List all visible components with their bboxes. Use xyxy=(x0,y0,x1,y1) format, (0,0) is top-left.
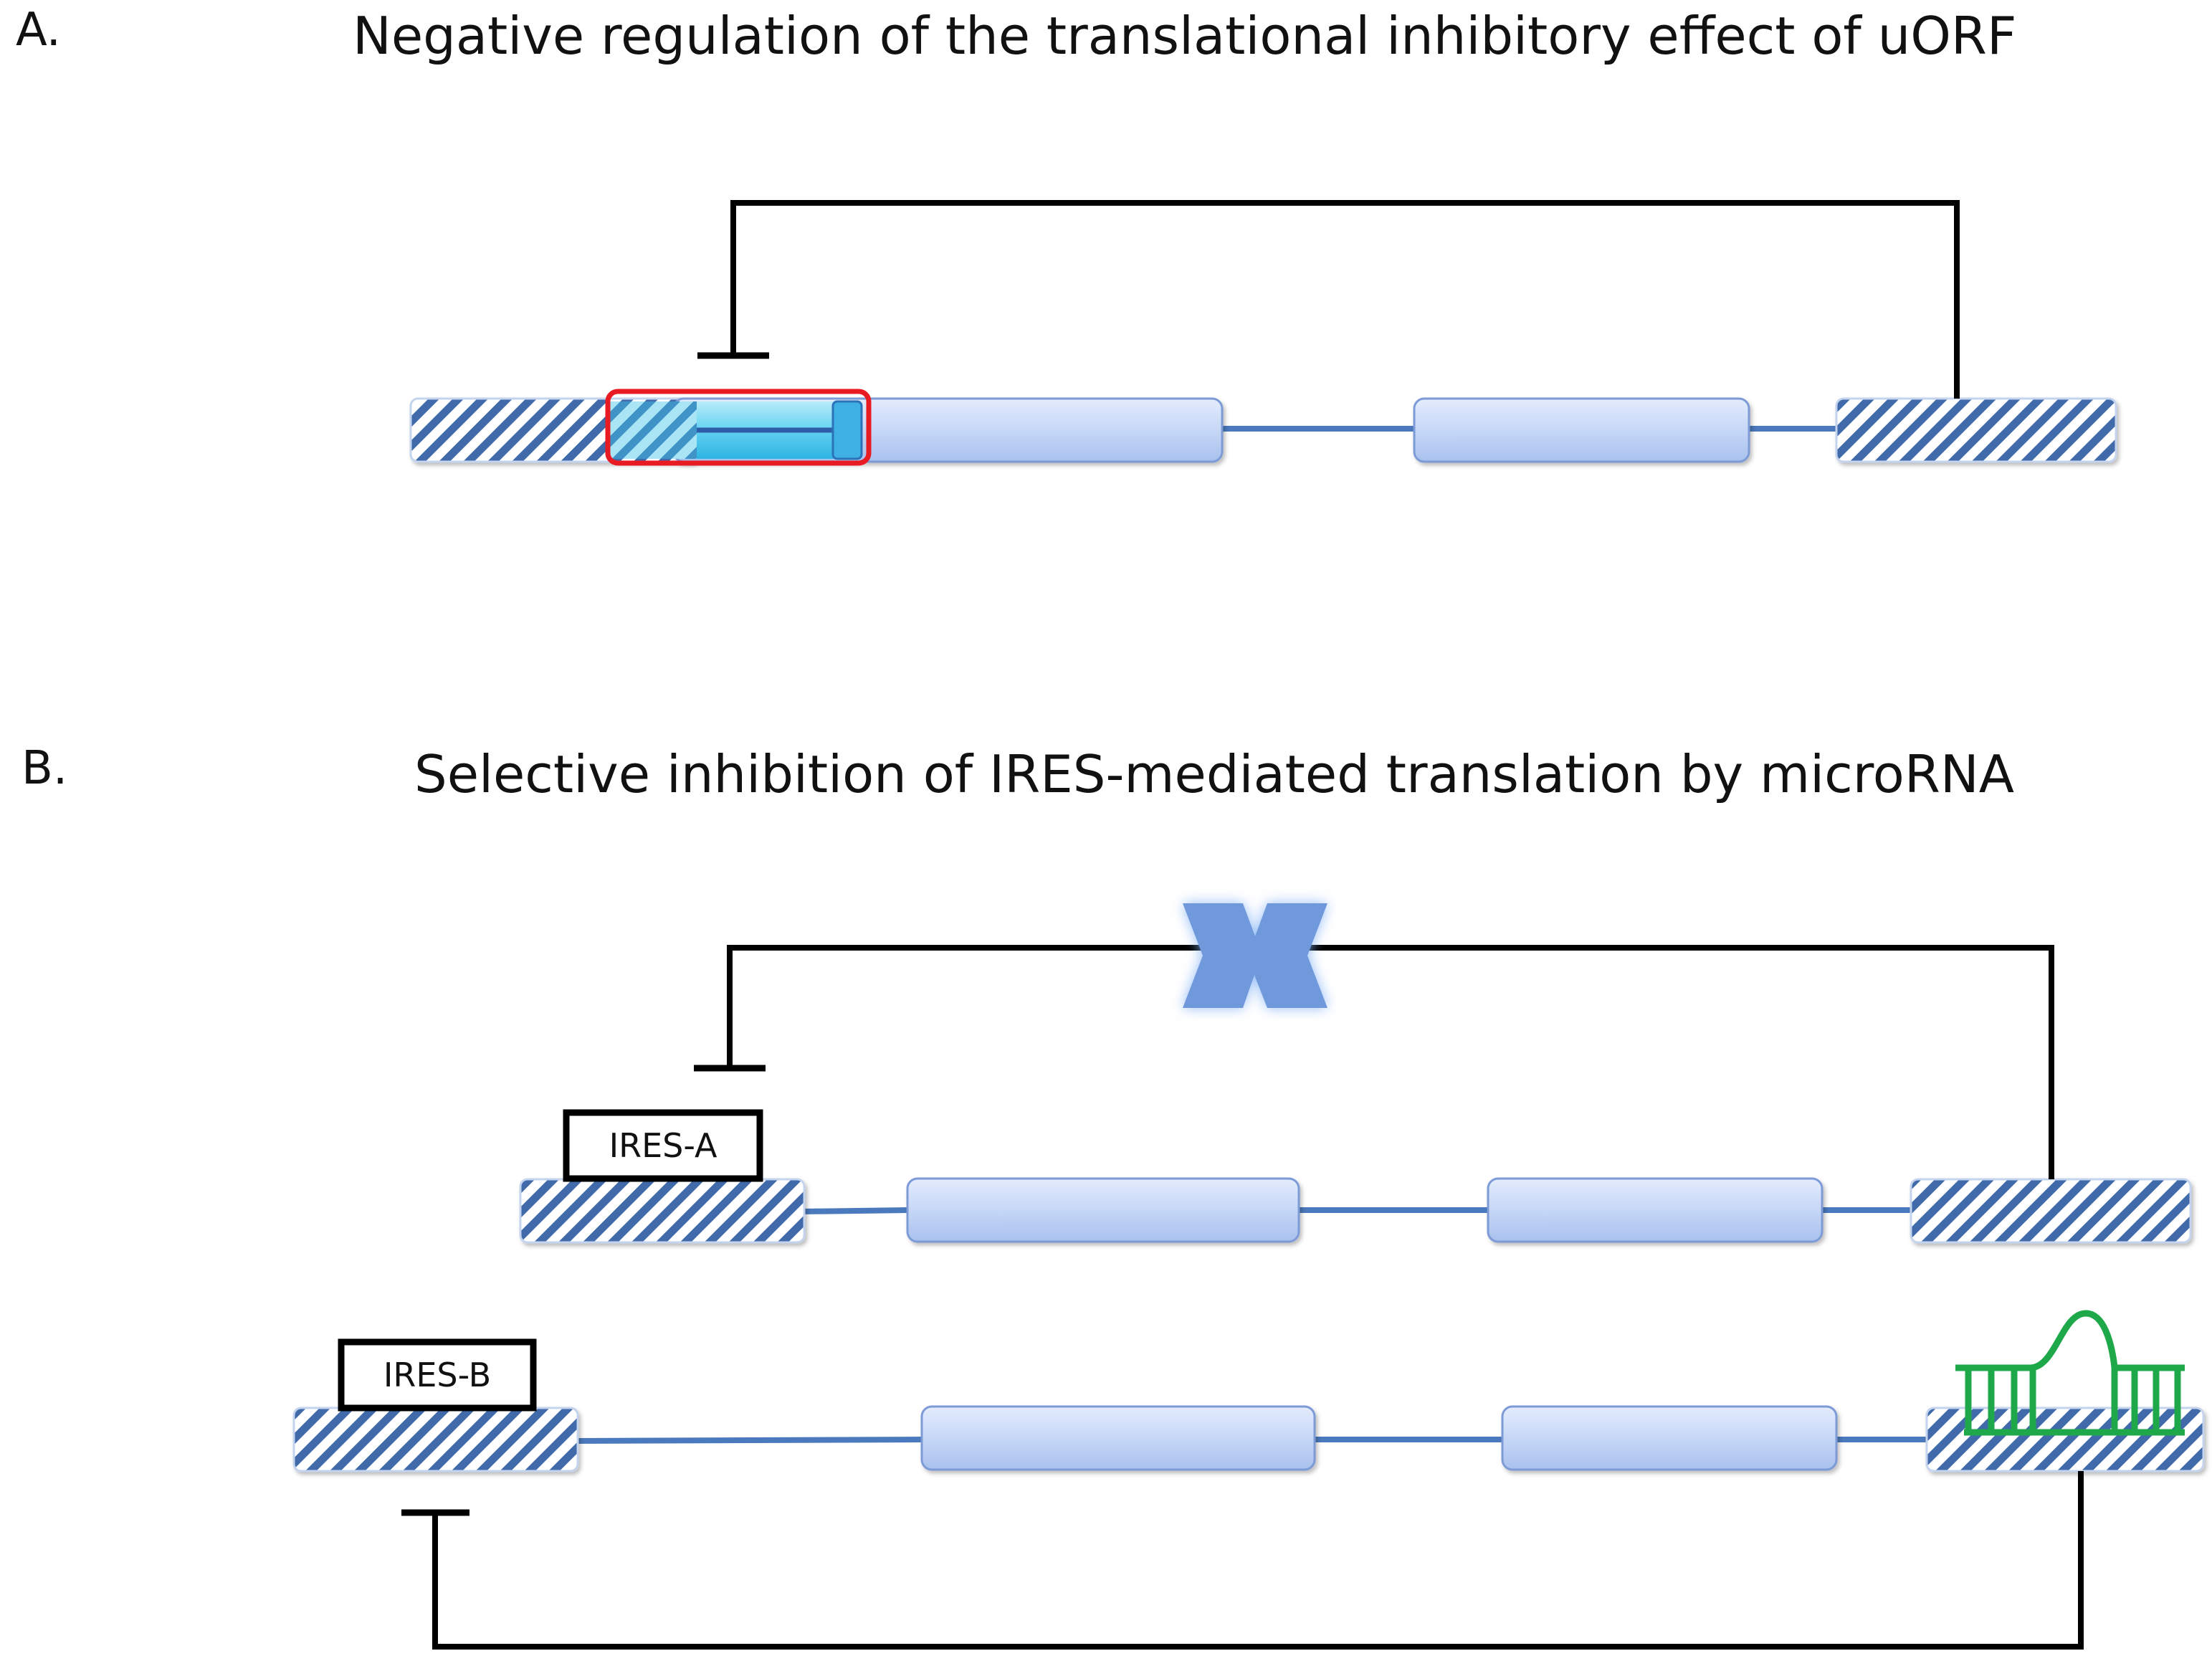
ires-b-label: IRES-B xyxy=(383,1356,491,1394)
exon-box xyxy=(1487,1177,1824,1243)
exon-box xyxy=(1413,397,1750,463)
blocked-x-icon xyxy=(1183,903,1327,1008)
panel-a-letter: A. xyxy=(16,4,61,57)
inhibition-arrow xyxy=(432,1471,2084,1650)
panel-b-title: Selective inhibition of IRES-mediated tr… xyxy=(414,744,2014,804)
ires-a-label-box xyxy=(563,1109,763,1182)
panel-b-transcript-a: IRES-A xyxy=(519,903,2192,1244)
uorf-red-border xyxy=(605,389,872,466)
ires-b-hatched-region xyxy=(292,1407,579,1472)
ires-a-hatched-region xyxy=(519,1178,806,1244)
panel-a-diagram xyxy=(409,200,2117,466)
uorf-end-cap xyxy=(831,400,863,460)
panel-b-letter: B. xyxy=(22,742,68,795)
blocked-inhibition-arrow xyxy=(727,945,2054,1179)
utr3-hatched-region xyxy=(1835,397,2117,463)
exon-box xyxy=(920,1405,1316,1471)
uorf-start-tint xyxy=(609,401,697,459)
exon-box xyxy=(906,1177,1300,1243)
ires-b-label-box xyxy=(338,1338,537,1412)
utr3-hatched-region xyxy=(1910,1178,2192,1244)
panel-b-transcript-b: IRES-B xyxy=(292,1310,2205,1650)
microrna-binding-icon xyxy=(1955,1310,2185,1436)
intron-line xyxy=(802,1207,910,1214)
exon-box xyxy=(1501,1405,1838,1471)
panel-a-title: Negative regulation of the translational… xyxy=(353,6,2017,66)
ires-a-label: IRES-A xyxy=(609,1126,718,1165)
inhibition-arrow xyxy=(730,200,1960,399)
uorf-hatched-start xyxy=(609,401,697,459)
intron-line xyxy=(576,1437,925,1444)
